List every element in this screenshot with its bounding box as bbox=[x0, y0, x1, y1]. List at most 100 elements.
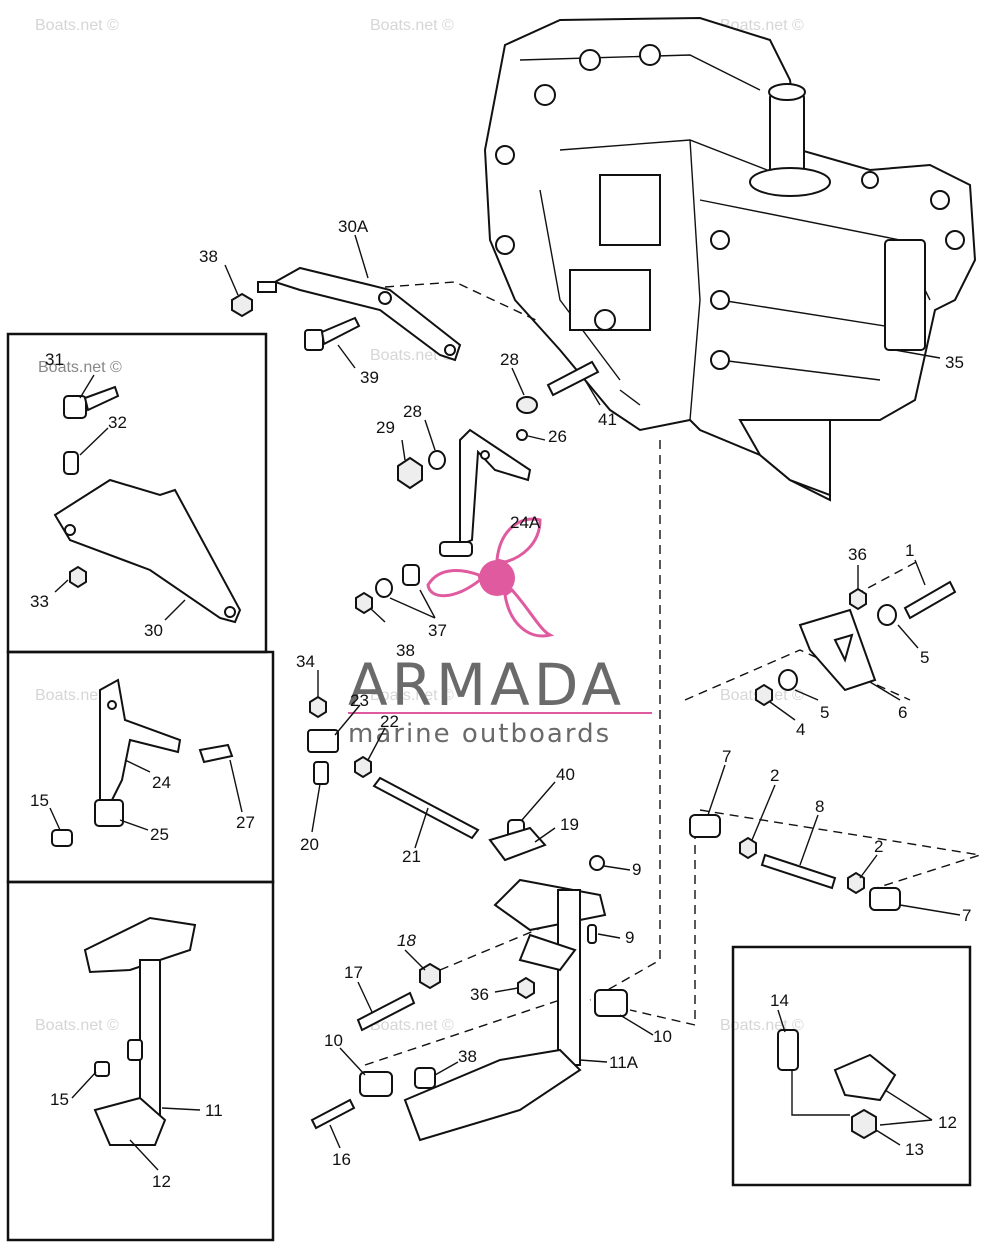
label-2: 2 bbox=[770, 766, 779, 785]
powerhead-block bbox=[483, 16, 977, 502]
lever-24 bbox=[94, 678, 182, 827]
label-21: 21 bbox=[402, 847, 421, 866]
washer-28b bbox=[428, 450, 446, 470]
label-25: 25 bbox=[150, 825, 169, 844]
label-4: 4 bbox=[796, 720, 805, 739]
rod-41 bbox=[546, 360, 600, 397]
label-24: 24 bbox=[152, 773, 171, 792]
label-18: 18 bbox=[397, 931, 416, 950]
bolt-31 bbox=[63, 385, 120, 419]
label-12: 12 bbox=[152, 1172, 171, 1191]
label-20: 20 bbox=[300, 835, 319, 854]
bushing-37a bbox=[375, 578, 393, 598]
label-10: 10 bbox=[324, 1031, 343, 1050]
label-15: 15 bbox=[30, 791, 49, 810]
label-39: 39 bbox=[360, 368, 379, 387]
label-5: 5 bbox=[920, 648, 929, 667]
link-7a bbox=[689, 814, 721, 838]
label-28: 28 bbox=[403, 402, 422, 421]
washer-5b bbox=[778, 669, 798, 691]
lever-24a bbox=[439, 428, 532, 557]
part-labels: 38 30A 39 31 32 33 30 28 41 35 29 28 26 … bbox=[30, 217, 971, 1191]
nut-34 bbox=[309, 695, 327, 719]
watermark: Boats.net © bbox=[720, 17, 804, 34]
plate-6 bbox=[798, 608, 877, 692]
nut-2a bbox=[739, 836, 757, 860]
plate-6-hole bbox=[833, 633, 854, 663]
washer-5a bbox=[877, 604, 897, 626]
leader-lines bbox=[49, 234, 961, 1171]
pin-9b bbox=[587, 924, 597, 944]
watermark: Boats.net © bbox=[35, 17, 119, 34]
brand-tagline: marine outboards bbox=[348, 719, 611, 749]
brand-name: ARMADA bbox=[348, 651, 625, 719]
arm-19 bbox=[488, 826, 547, 862]
nut-38 bbox=[231, 292, 253, 318]
watermarks: Boats.net © Boats.net © Boats.net © Boat… bbox=[35, 17, 804, 1034]
clamp-10a bbox=[594, 989, 628, 1017]
label-38: 38 bbox=[396, 641, 415, 660]
label-15: 15 bbox=[50, 1090, 69, 1109]
nut-13 bbox=[851, 1108, 877, 1140]
label-36: 36 bbox=[848, 545, 867, 564]
label-36: 36 bbox=[470, 985, 489, 1004]
washer-26 bbox=[516, 429, 528, 441]
label-9: 9 bbox=[625, 928, 634, 947]
watermark: Boats.net © bbox=[370, 687, 454, 704]
armada-logo: ARMADA marine outboards bbox=[348, 517, 652, 749]
label-32: 32 bbox=[108, 413, 127, 432]
ball-9a bbox=[589, 855, 605, 871]
label-11: 11 bbox=[205, 1101, 223, 1120]
bolt-39 bbox=[304, 316, 361, 351]
label-17: 17 bbox=[344, 963, 363, 982]
screw-27 bbox=[198, 743, 234, 764]
label-33: 33 bbox=[30, 592, 49, 611]
bolt-16 bbox=[310, 1098, 356, 1130]
nut-38c bbox=[414, 1067, 436, 1089]
label-12: 12 bbox=[938, 1113, 957, 1132]
label-11a: 11A bbox=[609, 1053, 639, 1072]
link-7b bbox=[869, 887, 901, 911]
label-14: 14 bbox=[770, 991, 789, 1010]
fitting-32 bbox=[63, 451, 79, 475]
label-26: 26 bbox=[548, 427, 567, 446]
label-9: 9 bbox=[632, 860, 641, 879]
label-22: 22 bbox=[380, 712, 399, 731]
label-28: 28 bbox=[500, 350, 519, 369]
bushing-37b bbox=[402, 564, 420, 586]
logo-hub bbox=[479, 560, 515, 596]
watermark: Boats.net © bbox=[35, 687, 119, 704]
nut-33 bbox=[69, 565, 87, 589]
shaft-11 bbox=[83, 916, 197, 1146]
label-1: 1 bbox=[905, 541, 914, 560]
nut-38b bbox=[355, 591, 373, 615]
label-29: 29 bbox=[376, 418, 395, 437]
watermark: Boats.net © bbox=[370, 17, 454, 34]
watermark: Boats.net © bbox=[38, 359, 122, 376]
bracket-30 bbox=[53, 478, 242, 624]
rod-8 bbox=[760, 853, 837, 890]
label-34: 34 bbox=[296, 652, 315, 671]
watermark: Boats.net © bbox=[370, 347, 454, 364]
label-7: 7 bbox=[962, 906, 971, 925]
label-8: 8 bbox=[815, 797, 824, 816]
fitting-20 bbox=[313, 761, 329, 785]
label-13: 13 bbox=[905, 1140, 924, 1159]
watermark: Boats.net © bbox=[35, 1017, 119, 1034]
label-24a: 24A bbox=[510, 513, 541, 532]
label-19: 19 bbox=[560, 815, 579, 834]
stud-1 bbox=[903, 580, 957, 620]
bracket-30a bbox=[257, 266, 462, 362]
bolt-17 bbox=[356, 991, 416, 1032]
label-30: 30 bbox=[144, 621, 163, 640]
nut-36a bbox=[849, 587, 867, 611]
label-40: 40 bbox=[556, 765, 575, 784]
inset-box-clamp bbox=[731, 945, 972, 1187]
label-38: 38 bbox=[199, 247, 218, 266]
screw-15 bbox=[51, 829, 73, 847]
label-10: 10 bbox=[653, 1027, 672, 1046]
swivel-23 bbox=[307, 729, 339, 753]
nut-36b bbox=[517, 976, 535, 1000]
label-41: 41 bbox=[598, 410, 617, 429]
